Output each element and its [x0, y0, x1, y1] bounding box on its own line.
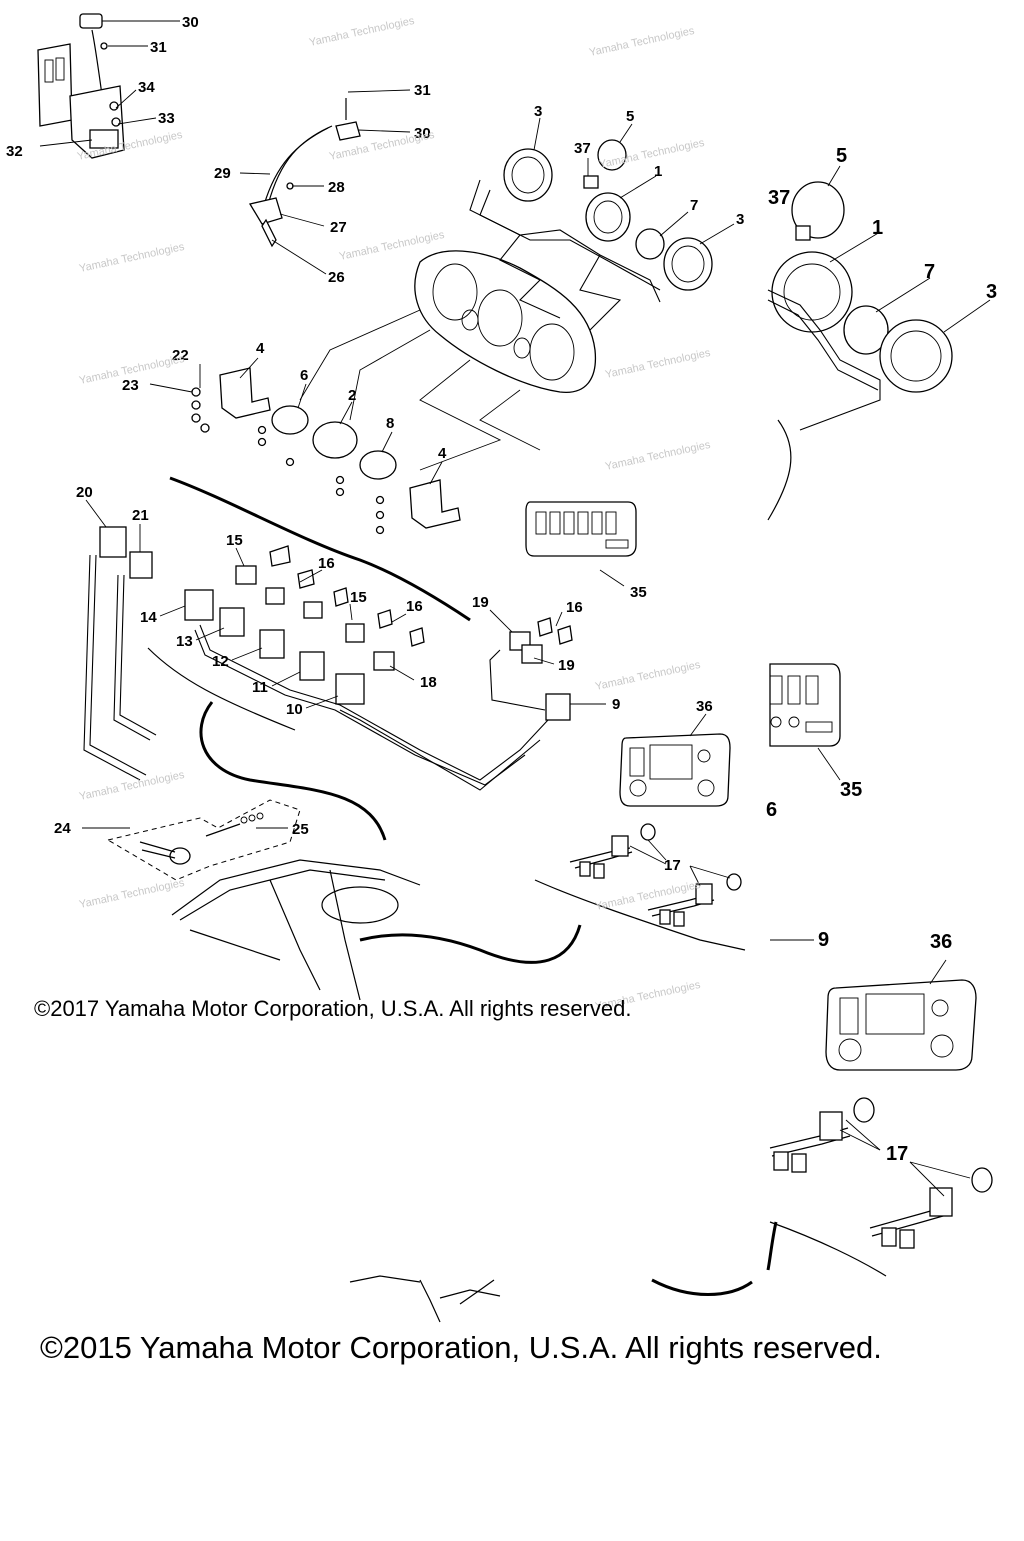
- callout-9: 9: [612, 696, 620, 713]
- callout-36: 36: [696, 698, 713, 715]
- callout-16-c: 16: [566, 599, 583, 616]
- watermark-14: Yamaha Technologies: [78, 877, 186, 911]
- callout-31: 31: [414, 82, 431, 99]
- watermark-6: Yamaha Technologies: [78, 241, 186, 275]
- cable-clip: [248, 98, 361, 248]
- callout-30: 30: [414, 125, 431, 142]
- leader-lines: [39, 20, 735, 887]
- callout-20: 20: [76, 484, 93, 501]
- callout-16-b: 16: [406, 598, 423, 615]
- hull-outline: [147, 476, 746, 964]
- gauge-wiring: [469, 179, 661, 331]
- watermark-9: Yamaha Technologies: [604, 347, 712, 381]
- inset-callout-6: 6: [766, 799, 777, 821]
- callout-28: 28: [328, 179, 345, 196]
- callout-16-a: 16: [318, 555, 335, 572]
- main-harness: [83, 554, 549, 791]
- watermark-11: Yamaha Technologies: [594, 659, 702, 693]
- watermark-1: Yamaha Technologies: [308, 15, 416, 49]
- callout-33: 33: [158, 110, 175, 127]
- callout-6: 6: [300, 367, 308, 384]
- callout-22: 22: [172, 347, 189, 364]
- multi-display: [619, 733, 731, 807]
- callout-29: 29: [214, 165, 231, 182]
- callout-25: 25: [292, 821, 309, 838]
- callout-12: 12: [212, 653, 229, 670]
- callout-19-b: 19: [558, 657, 575, 674]
- copyright-2017: ©2017 Yamaha Motor Corporation, U.S.A. A…: [34, 996, 632, 1021]
- callout-34: 34: [138, 79, 155, 96]
- callout-15-b: 15: [350, 589, 367, 606]
- callout-3-top: 3: [534, 103, 542, 120]
- inset-callout-1: 1: [872, 217, 883, 239]
- callout-13: 13: [176, 633, 193, 650]
- inset-callout-37: 37: [768, 187, 790, 209]
- switch-panel: [525, 501, 637, 557]
- mounting-brackets: [191, 367, 461, 535]
- watermark-10: Yamaha Technologies: [604, 439, 712, 473]
- copyright-2015: ©2015 Yamaha Motor Corporation, U.S.A. A…: [40, 1330, 882, 1365]
- callout-8: 8: [386, 415, 394, 432]
- callout-18: 18: [420, 674, 437, 691]
- inset-callout-35: 35: [840, 779, 862, 801]
- steering-sketch: [171, 859, 421, 1001]
- inset-callout-7: 7: [924, 261, 935, 283]
- callout-7: 7: [690, 197, 698, 214]
- callout-35: 35: [630, 584, 647, 601]
- enlarged-inset: [349, 165, 993, 1323]
- callout-27: 27: [330, 219, 347, 236]
- callout-4-left: 4: [256, 340, 265, 357]
- watermark-2: Yamaha Technologies: [588, 25, 696, 59]
- inset-callout-3: 3: [986, 281, 997, 303]
- guide-lines: [299, 309, 541, 471]
- callout-5: 5: [626, 108, 634, 125]
- callout-1: 1: [654, 163, 662, 180]
- inset-callout-labels: 5 37 1 7 3 35 6 9 36 17 17: [766, 145, 997, 1165]
- inset-callout-9: 9: [818, 929, 829, 951]
- callout-17-a: 17: [664, 857, 681, 874]
- callout-32: 32: [6, 143, 23, 160]
- inset-callout-36: 36: [930, 931, 952, 953]
- callout-labels: 30 31 34 33 32 31 30 29 28 27 26 3 5 37 …: [6, 14, 744, 874]
- callout-19-a: 19: [472, 594, 489, 611]
- inset-callout-5: 5: [836, 145, 847, 167]
- switch-connectors: [569, 823, 742, 927]
- callout-2: 2: [348, 387, 356, 404]
- watermark-12: Yamaha Technologies: [78, 769, 186, 803]
- callout-4-right: 4: [438, 445, 447, 462]
- callout-23: 23: [122, 377, 139, 394]
- callout-24: 24: [54, 820, 71, 837]
- instrument-panel: [414, 250, 597, 393]
- inset-callout-17: 17: [886, 1143, 908, 1165]
- gauges: [503, 139, 713, 291]
- switch-harness: [99, 526, 573, 721]
- callout-31-top: 31: [150, 39, 167, 56]
- callout-15-a: 15: [226, 532, 243, 549]
- callout-21: 21: [132, 507, 149, 524]
- callout-37: 37: [574, 140, 591, 157]
- callout-3-right: 3: [736, 211, 744, 228]
- callout-26: 26: [328, 269, 345, 286]
- callout-11: 11: [252, 679, 268, 696]
- callout-30-top: 30: [182, 14, 199, 31]
- optional-kit-box: [106, 799, 301, 881]
- bracket-assembly: [37, 13, 125, 159]
- callout-10: 10: [286, 701, 303, 718]
- callout-14: 14: [140, 609, 157, 626]
